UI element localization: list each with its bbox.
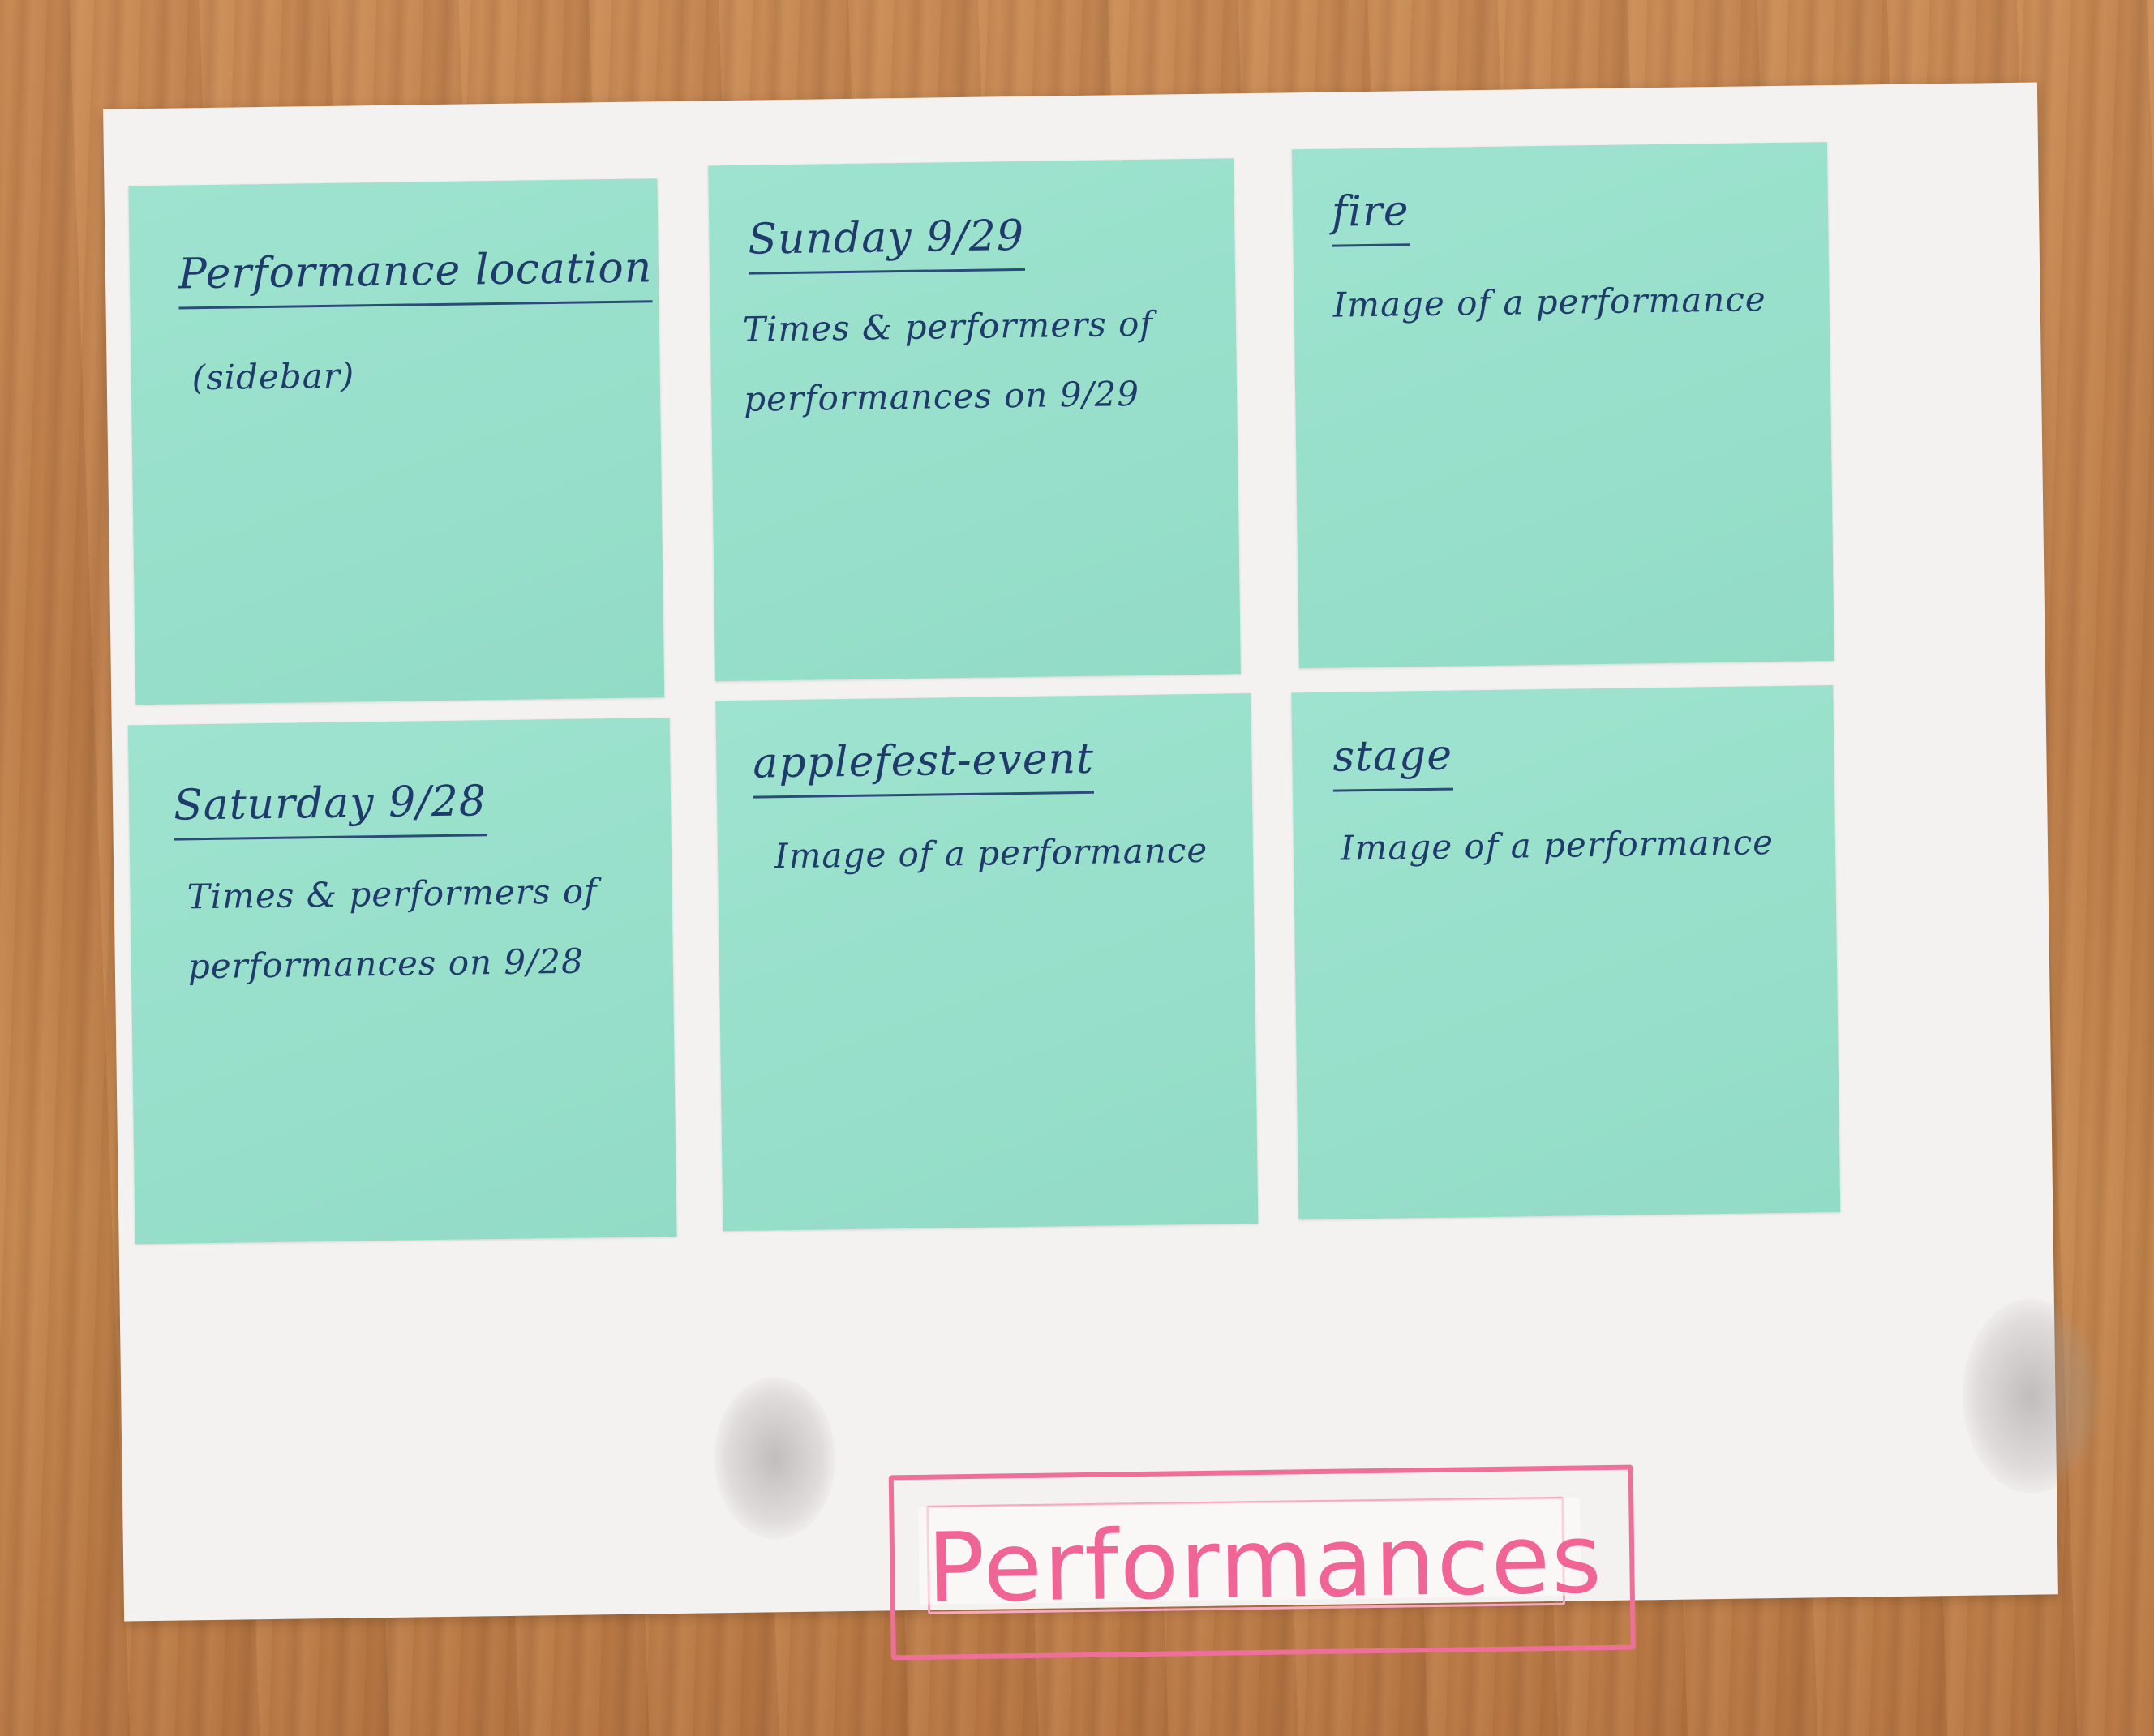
page-title: Performances	[926, 1502, 1604, 1624]
note-body: (sidebar)	[191, 355, 355, 398]
note-title: fire	[1331, 186, 1410, 247]
note-fire: fire Image of a performance	[1291, 142, 1834, 669]
note-body: Times & performers of performances on 9/…	[187, 871, 598, 987]
note-title: stage	[1332, 731, 1453, 792]
note-performance-location: Performance location (sidebar)	[128, 178, 665, 705]
note-title: Performance location	[178, 243, 653, 310]
note-body: Times & performers of performances on 9/…	[742, 303, 1154, 419]
paper-sheet: Performance location (sidebar) Sunday 9/…	[103, 82, 2102, 1661]
page-title-box: Performances	[888, 1464, 1636, 1661]
note-sunday: Sunday 9/29 Times & performers of perfor…	[708, 158, 1241, 682]
note-title: applefest-event	[753, 734, 1095, 799]
note-stage: stage Image of a performance	[1291, 685, 1841, 1220]
note-body: Image of a performance	[1340, 822, 1774, 868]
note-applefest-event: applefest-event Image of a performance	[715, 693, 1259, 1232]
smudge-left	[713, 1376, 837, 1541]
note-body: Image of a performance	[774, 829, 1208, 877]
note-title: Saturday 9/28	[173, 777, 487, 841]
note-title: Sunday 9/29	[748, 211, 1025, 275]
note-body: Image of a performance	[1332, 279, 1767, 325]
note-saturday: Saturday 9/28 Times & performers of perf…	[127, 718, 677, 1245]
